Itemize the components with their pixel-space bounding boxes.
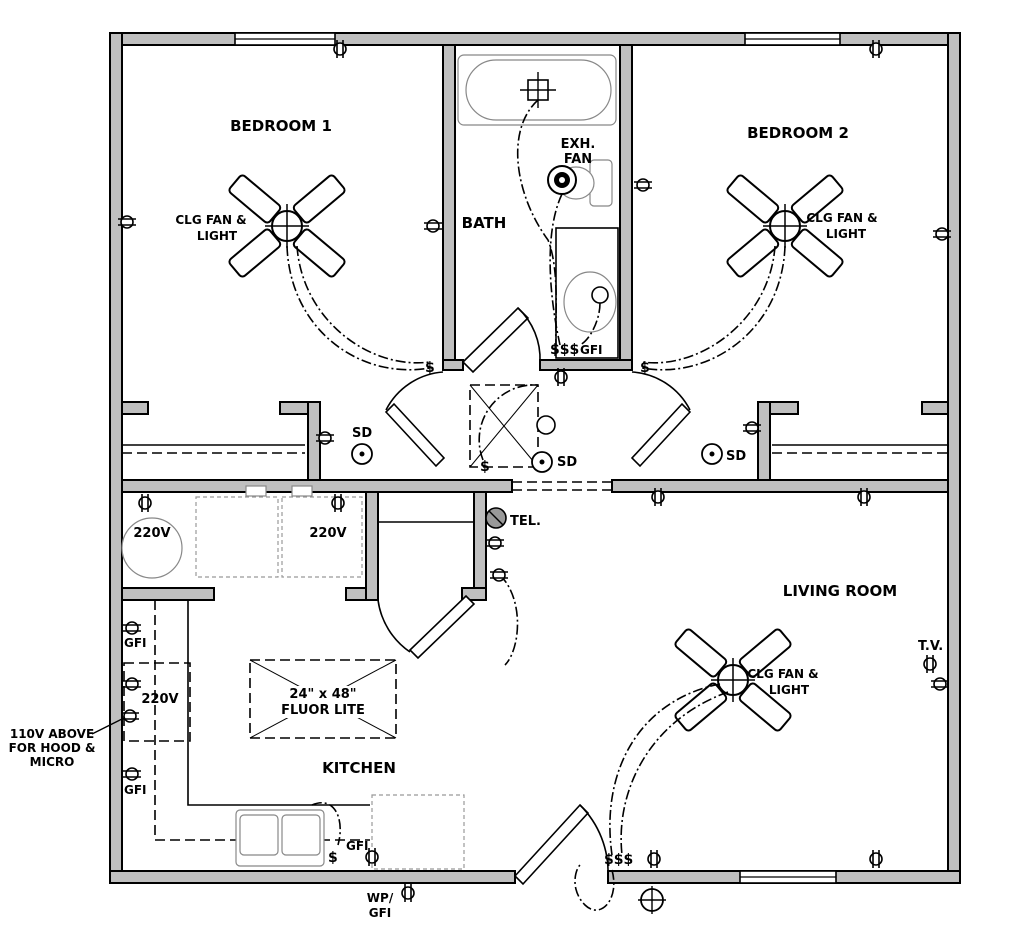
circuit-line <box>499 574 519 666</box>
note-wp-gfi: GFI <box>369 906 392 920</box>
ceiling-fan-icon <box>724 172 846 280</box>
window-icon <box>739 870 837 884</box>
circuit-line <box>579 302 601 346</box>
fan-label: CLG FAN & <box>747 667 818 681</box>
circuit-line <box>574 864 615 911</box>
switch-symbol: $ <box>640 360 650 376</box>
circuit-line <box>549 193 563 346</box>
fan-label: LIGHT <box>826 227 867 241</box>
fluor-name-label: FLUOR LITE <box>281 703 365 718</box>
exh-fan-label: EXH. <box>561 137 596 152</box>
switch-symbol: $ <box>328 850 338 866</box>
door-swing-icon <box>384 371 446 468</box>
circuit-line <box>311 802 341 846</box>
duplex-outlet-icon <box>485 536 505 550</box>
duplex-outlet-icon <box>930 677 950 691</box>
door-swing-icon <box>461 306 541 374</box>
circuit-line <box>609 683 721 856</box>
fan-label: LIGHT <box>197 229 238 243</box>
volt-label: 220V <box>133 526 170 541</box>
gfi-label: GFI <box>124 783 147 797</box>
fan-label: LIGHT <box>769 683 810 697</box>
duplex-outlet-icon <box>869 849 883 869</box>
duplex-outlet-icon <box>401 883 415 903</box>
room-label-living: LIVING ROOM <box>783 582 897 600</box>
duplex-outlet-icon <box>423 219 443 233</box>
smoke-detector-icon <box>701 443 723 465</box>
telephone-jack-icon <box>485 507 507 529</box>
switch-symbol: $ <box>480 459 490 475</box>
door-swing-icon <box>377 594 476 660</box>
duplex-outlet-icon <box>122 767 142 781</box>
closet-shelf <box>122 444 948 523</box>
circuit-line <box>478 384 539 461</box>
note-leader <box>91 717 125 735</box>
duplex-outlet-icon <box>923 654 937 674</box>
kitchen-counter <box>123 600 465 870</box>
room-label-bedroom2: BEDROOM 2 <box>747 124 849 142</box>
switch-symbol: $$$ <box>604 852 633 868</box>
gfi-label: GFI <box>346 839 369 853</box>
duplex-outlet-icon <box>138 493 152 513</box>
circuit-line <box>517 99 557 346</box>
light-fixture-icon <box>591 286 609 304</box>
window-icon <box>234 32 336 46</box>
smoke-detector-icon <box>531 451 553 473</box>
door-swing-icon <box>630 371 692 468</box>
room-label-kitchen: KITCHEN <box>322 759 396 777</box>
exh-fan-label: FAN <box>564 152 592 167</box>
note-hood: MICRO <box>30 755 75 769</box>
duplex-outlet-icon <box>489 568 509 582</box>
note-hood: 110V ABOVE <box>10 727 94 741</box>
light-fixture-icon <box>249 659 397 739</box>
interior-walls <box>121 44 949 601</box>
switch-symbol: $$$ <box>550 342 579 358</box>
washer <box>195 485 363 578</box>
duplex-outlet-icon <box>122 677 142 691</box>
circuit-line <box>296 245 431 364</box>
note-hood: FOR HOOD & <box>9 741 96 755</box>
duplex-outlet-icon <box>122 621 142 635</box>
volt-label: 220V <box>141 692 178 707</box>
light-fixture-icon <box>469 384 556 468</box>
note-wp-gfi: WP/ <box>367 891 394 905</box>
fan-label: CLG FAN & <box>806 211 877 225</box>
gfi-label: GFI <box>124 636 147 650</box>
water-heater <box>121 517 183 579</box>
exhaust-fan-icon <box>547 165 577 195</box>
volt-label: 220V <box>309 526 346 541</box>
sd-label: SD <box>352 426 372 441</box>
tel-label: TEL. <box>510 514 541 529</box>
gfi-label: GFI <box>580 343 603 357</box>
smoke-detector-icon <box>351 443 373 465</box>
room-label-bath: BATH <box>462 214 507 232</box>
circuit-line <box>641 245 786 371</box>
light-fixture-icon <box>520 72 556 108</box>
switch-symbol: $ <box>425 360 435 376</box>
sd-label: SD <box>557 455 577 470</box>
duplex-outlet-icon <box>633 178 653 192</box>
light-fixture-icon <box>638 886 666 914</box>
door-swing-icon <box>513 803 609 886</box>
fan-label: CLG FAN & <box>175 213 246 227</box>
window-icon <box>744 32 841 46</box>
tv-label: T.V. <box>918 639 943 654</box>
circuit-line <box>641 245 776 364</box>
sd-label: SD <box>726 449 746 464</box>
duplex-outlet-icon <box>647 849 661 869</box>
circuit-line <box>286 245 431 371</box>
fluor-size-label: 24" x 48" <box>289 687 356 702</box>
circuit-line <box>620 691 729 856</box>
room-label-bedroom1: BEDROOM 1 <box>230 117 332 135</box>
